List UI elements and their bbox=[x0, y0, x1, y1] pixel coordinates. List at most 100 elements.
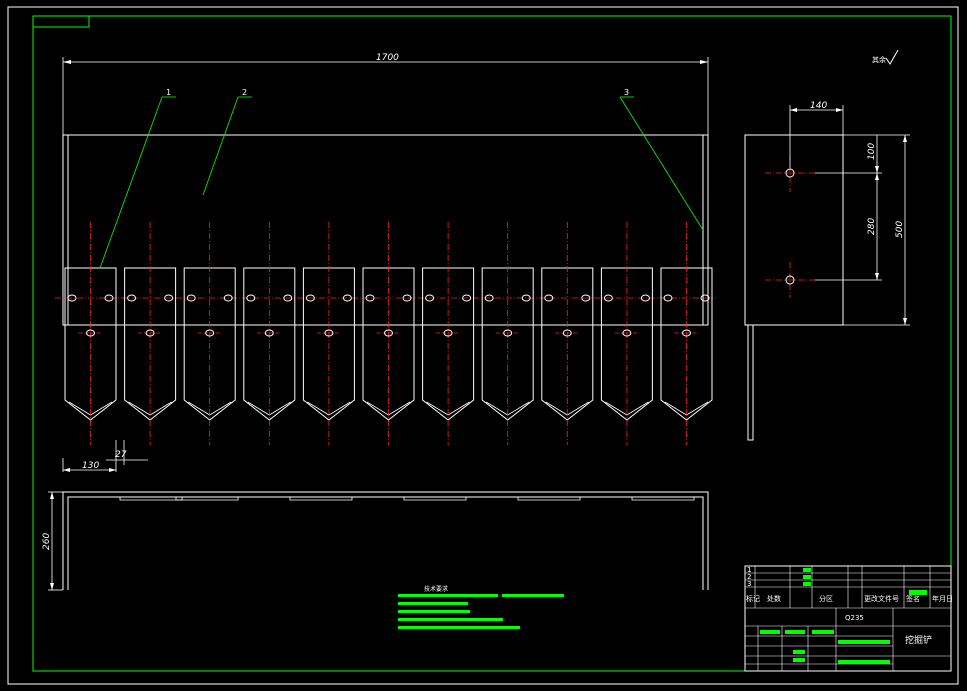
blade-outline bbox=[660, 267, 713, 421]
roughness-mark: 其余 bbox=[872, 49, 899, 65]
blade-gap-label: 27 bbox=[115, 450, 127, 460]
callout-2-label: 2 bbox=[242, 88, 247, 97]
plate-hole bbox=[425, 294, 435, 302]
plate-hole bbox=[67, 294, 77, 302]
blade-hole bbox=[682, 329, 691, 337]
callout-1-label: 1 bbox=[166, 88, 171, 97]
plate-hole bbox=[305, 294, 315, 302]
plate-hole bbox=[186, 294, 196, 302]
blade bbox=[481, 222, 534, 445]
bottom-plate bbox=[62, 491, 709, 590]
blade-outline bbox=[183, 267, 236, 421]
blade-outline bbox=[362, 267, 415, 421]
plate-hole bbox=[104, 294, 114, 302]
header-label-zone: 分区 bbox=[819, 594, 833, 603]
inner-frame bbox=[32, 15, 952, 672]
blade-width-label: 130 bbox=[82, 461, 99, 471]
blade-outline bbox=[541, 267, 594, 421]
blade-group bbox=[64, 222, 713, 445]
bottom-slot bbox=[631, 497, 695, 501]
material-note: Q235 bbox=[845, 614, 864, 622]
blade-outline bbox=[64, 267, 117, 421]
callout-3-label: 3 bbox=[624, 88, 629, 97]
plate-hole bbox=[663, 294, 673, 302]
title-block: 1 2 3 标记 处数 分区 更改文件号 签名 年月日 Q235 挖掘铲 bbox=[744, 565, 953, 672]
blade-hole bbox=[205, 329, 215, 337]
blade-hole bbox=[264, 329, 274, 337]
overall-width-label: 1700 bbox=[376, 53, 399, 63]
header-label-sign: 签名 bbox=[906, 594, 920, 603]
blade-hole bbox=[324, 329, 334, 337]
plate-hole bbox=[223, 294, 233, 302]
revision-row-2: 2 bbox=[747, 573, 751, 581]
side-flange bbox=[747, 324, 754, 441]
header-label-mark: 标记 bbox=[746, 594, 760, 603]
blade-outline bbox=[481, 267, 534, 421]
plate-hole bbox=[365, 294, 375, 302]
header-label-date: 年月日 bbox=[932, 594, 953, 603]
side-hole-upper bbox=[785, 168, 795, 178]
bottom-height-label: 260 bbox=[42, 533, 52, 550]
blade-hole bbox=[384, 329, 393, 337]
blade bbox=[243, 222, 296, 445]
blade-hole bbox=[145, 329, 155, 337]
bottom-slot bbox=[289, 497, 353, 501]
blade bbox=[600, 222, 653, 445]
plate-hole bbox=[640, 294, 650, 302]
frame-corner-tab bbox=[33, 16, 90, 28]
bottom-view: 260 bbox=[42, 491, 709, 591]
plate-hole bbox=[164, 294, 174, 302]
bottom-slot bbox=[119, 497, 183, 501]
front-view: 1700 130 27 1 2 3 bbox=[55, 53, 716, 472]
technical-notes: 技术要求 bbox=[398, 585, 564, 629]
blade bbox=[362, 222, 415, 445]
blade bbox=[302, 222, 355, 445]
plate-hole bbox=[283, 294, 293, 302]
blade-hole bbox=[503, 329, 513, 337]
blade-hole bbox=[622, 329, 632, 337]
bottom-slot bbox=[403, 497, 467, 501]
plate-hole bbox=[462, 294, 472, 302]
side-top-width-label: 140 bbox=[810, 101, 827, 111]
blade bbox=[64, 222, 117, 445]
bottom-slot bbox=[175, 497, 239, 501]
blade bbox=[541, 222, 594, 445]
roughness-mark-text: 其余 bbox=[872, 55, 886, 64]
blade-hole bbox=[86, 329, 95, 337]
outer-frame bbox=[7, 6, 959, 685]
blade-outline bbox=[124, 267, 177, 421]
plate-hole bbox=[700, 294, 710, 302]
plate-hole bbox=[484, 294, 494, 302]
revision-row-3: 3 bbox=[747, 580, 751, 588]
blade-outline bbox=[600, 267, 653, 421]
plate-hole bbox=[127, 294, 137, 302]
side-height-label: 500 bbox=[895, 221, 905, 238]
plate-hole bbox=[603, 294, 613, 302]
side-hole-offset-label: 100 bbox=[867, 143, 877, 160]
side-plate bbox=[744, 134, 844, 326]
callout-1-leader bbox=[99, 96, 163, 269]
drawing-name: 挖掘铲 bbox=[905, 634, 932, 646]
blade bbox=[124, 222, 177, 445]
plate-hole bbox=[544, 294, 554, 302]
blade-outline bbox=[422, 267, 475, 421]
blade-outline bbox=[302, 267, 355, 421]
front-plate bbox=[62, 134, 709, 326]
slot-group bbox=[119, 497, 695, 501]
plate-hole bbox=[246, 294, 256, 302]
side-hole-lower bbox=[785, 275, 795, 285]
plate-hole bbox=[581, 294, 591, 302]
blade-outline bbox=[243, 267, 296, 421]
callout-3-leader bbox=[619, 96, 704, 231]
blade-hole bbox=[562, 329, 572, 337]
side-hole-spacing-label: 280 bbox=[867, 218, 877, 235]
plate-hole bbox=[342, 294, 352, 302]
callout-2-leader bbox=[202, 96, 239, 196]
plate-hole bbox=[521, 294, 531, 302]
plate-hole bbox=[402, 294, 412, 302]
blade-hole bbox=[443, 329, 453, 337]
blade bbox=[660, 222, 713, 445]
header-label-doc: 更改文件号 bbox=[864, 594, 899, 603]
revision-row-1: 1 bbox=[747, 566, 751, 574]
